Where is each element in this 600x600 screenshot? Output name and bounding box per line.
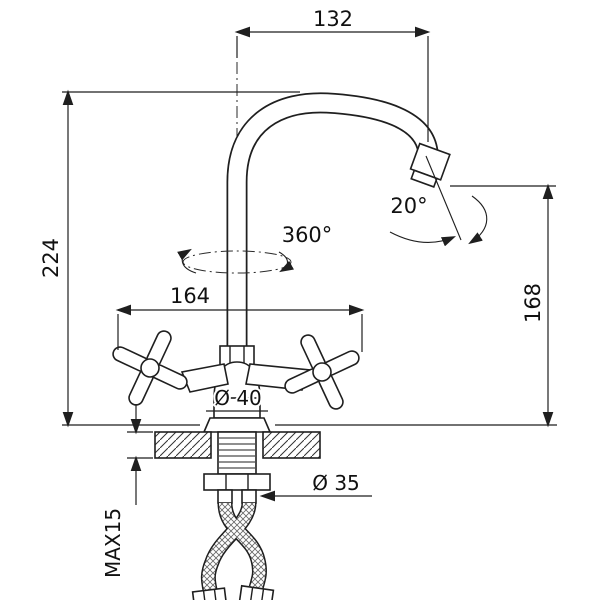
swivel-indicator — [177, 248, 294, 274]
deck-thickness-label: MAX15 — [101, 508, 125, 578]
counter-section — [154, 431, 321, 459]
dim-spout-height-label: 168 — [521, 283, 545, 323]
left-hose-fitting — [238, 584, 275, 600]
left-handle-knob — [112, 330, 188, 406]
spout-angle-label: 20° — [390, 194, 427, 218]
body-diameter-label: Ø 40 — [214, 386, 262, 410]
hose-nipples — [217, 489, 257, 504]
dim-overall-height-label: 224 — [39, 238, 63, 278]
right-hose-fitting — [191, 587, 228, 600]
dim-handle-span — [115, 304, 365, 352]
locknut — [203, 473, 271, 491]
dim-handle-span-label: 164 — [170, 284, 210, 308]
gooseneck-spout — [226, 92, 439, 352]
dim-top-width-label: 132 — [313, 7, 353, 31]
swivel-angle-label: 360° — [282, 223, 333, 247]
right-handle-knob — [284, 334, 360, 410]
dim-spout-height — [450, 183, 556, 428]
supply-hoses — [200, 501, 267, 592]
dim-top-width — [234, 26, 431, 142]
aerator — [409, 142, 451, 188]
left-handle-neck — [180, 363, 229, 393]
dim-deck-thickness — [127, 404, 153, 505]
threaded-shank — [217, 431, 257, 475]
spout-angle-annotation — [389, 155, 488, 247]
hole-diameter-label: Ø 35 — [312, 471, 360, 495]
